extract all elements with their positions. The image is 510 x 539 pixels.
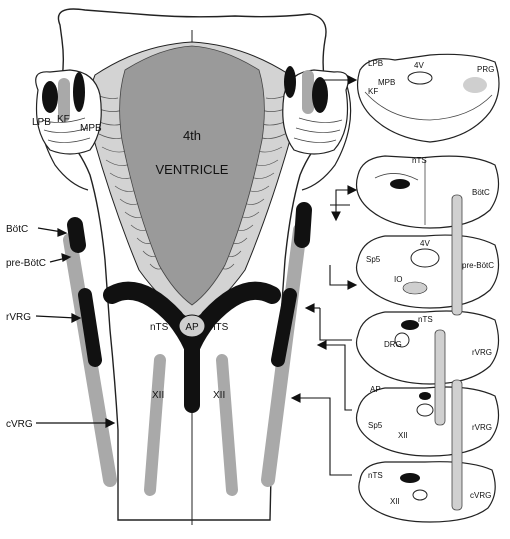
label-kf: KF	[57, 114, 70, 125]
s6-nts: nTS	[368, 471, 383, 480]
label-cvrg: cVRG	[6, 419, 33, 430]
section-5: AP Sp5 XII rVRG	[357, 385, 499, 456]
rvrg-left	[85, 295, 95, 360]
s1-4v: 4V	[414, 61, 424, 70]
s5-ap: AP	[370, 385, 381, 394]
botc-left	[75, 225, 78, 245]
ventricle-title-line2: VENTRICLE	[156, 162, 229, 177]
s1-prg: PRG	[477, 65, 494, 74]
s1-mpb: MPB	[378, 78, 395, 87]
section-2: nTS BötC	[357, 156, 499, 228]
label-xii-left: XII	[152, 390, 164, 401]
section-1: LPB 4V PRG MPB KF	[358, 54, 499, 142]
label-botc: BötC	[6, 224, 28, 235]
left-vrg-column	[70, 225, 110, 480]
s4-rvrg: rVRG	[472, 348, 492, 357]
section-3: 4V Sp5 IO pre-BötC	[357, 235, 499, 308]
s4-drg: DRG	[384, 340, 402, 349]
label-prebotc: pre-BötC	[6, 258, 46, 269]
s2-botc: BötC	[472, 188, 490, 197]
label-ap: AP	[185, 322, 199, 333]
s5-xii: XII	[398, 431, 408, 440]
s1-kf: KF	[368, 87, 378, 96]
s3-prebotc: pre-BötC	[462, 261, 494, 270]
s5-sp5: Sp5	[368, 421, 383, 430]
label-xii-right: XII	[213, 390, 225, 401]
s1-lpb: LPB	[368, 59, 383, 68]
label-mpb: MPB	[80, 123, 102, 134]
label-nts-right: nTS	[210, 322, 229, 333]
s6-xii: XII	[390, 497, 400, 506]
left-pontine-cap	[36, 70, 102, 154]
section-4: nTS DRG rVRG	[357, 311, 499, 384]
s2-nts: nTS	[412, 156, 427, 165]
s5-rvrg: rVRG	[472, 423, 492, 432]
s3-sp5: Sp5	[366, 255, 381, 264]
s6-cvrg: cVRG	[470, 491, 491, 500]
label-rvrg: rVRG	[6, 312, 31, 323]
section-6: nTS XII cVRG	[359, 462, 495, 522]
label-lpb: LPB	[32, 117, 51, 128]
right-pontine-cap	[283, 66, 349, 154]
s3-4v: 4V	[420, 239, 430, 248]
lpb-nucleus	[42, 81, 58, 113]
mpb-nucleus	[73, 72, 85, 112]
ventricle-title-line1: 4th	[183, 128, 201, 143]
s3-io: IO	[394, 275, 402, 284]
s4-nts: nTS	[418, 315, 433, 324]
label-nts-left: nTS	[150, 322, 169, 333]
